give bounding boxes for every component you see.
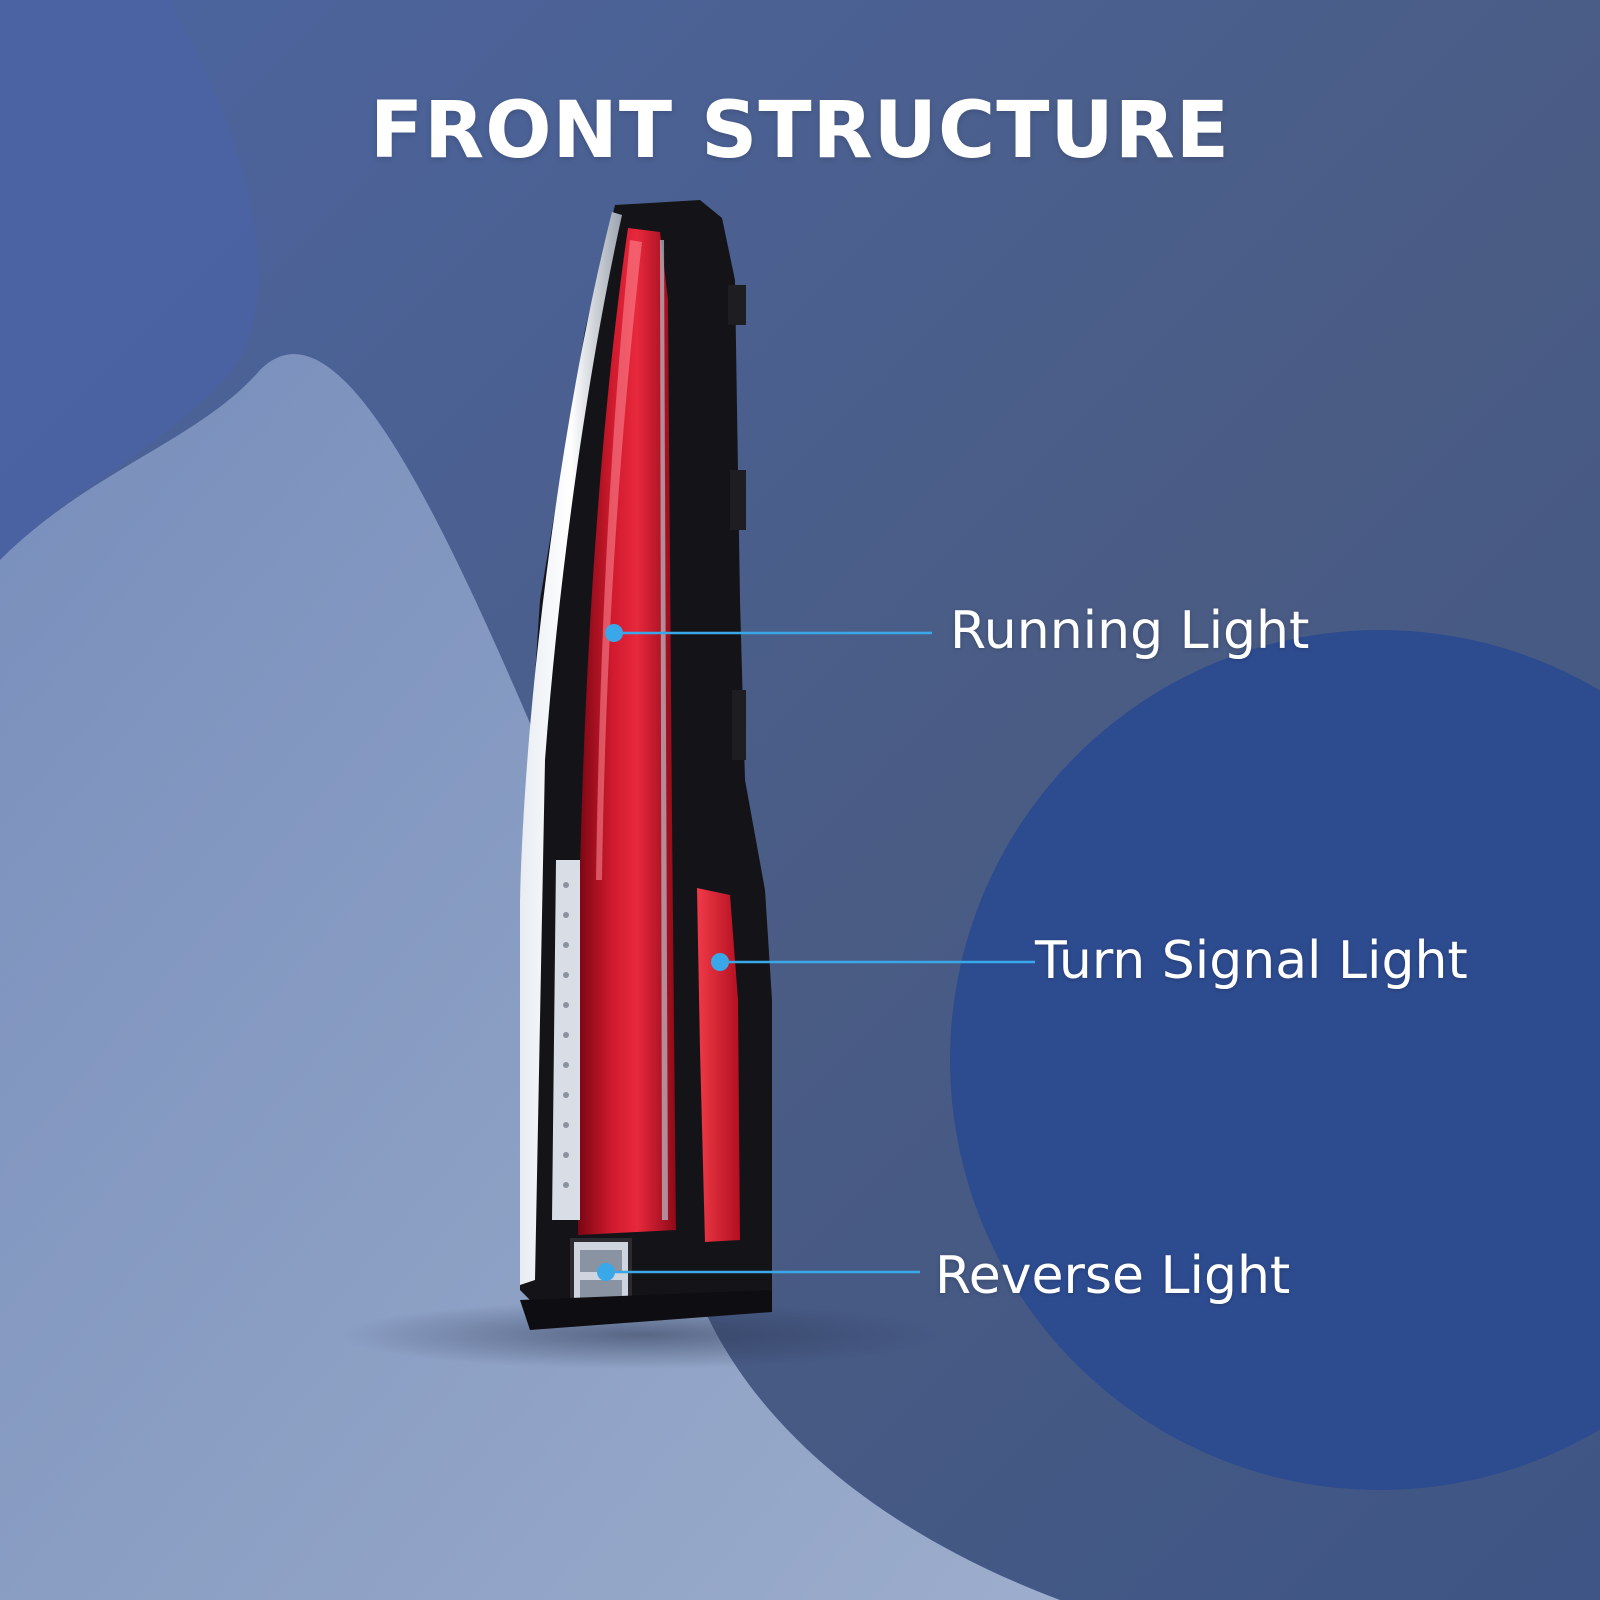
reverse-light-label: Reverse Light bbox=[935, 1246, 1291, 1306]
turn-signal-lens bbox=[697, 888, 740, 1242]
page-title: FRONT STRUCTURE bbox=[369, 86, 1231, 176]
chrome-trim bbox=[520, 212, 622, 1285]
led-strip bbox=[552, 860, 580, 1220]
callout-dot-reverse bbox=[597, 1263, 615, 1281]
running-light-label: Running Light bbox=[950, 601, 1310, 661]
running-light-lens bbox=[578, 228, 676, 1235]
callout-dot-running bbox=[605, 624, 623, 642]
led-dots bbox=[563, 882, 569, 1188]
turn-signal-light-label: Turn Signal Light bbox=[1035, 931, 1468, 991]
callout-dot-turn bbox=[711, 953, 729, 971]
